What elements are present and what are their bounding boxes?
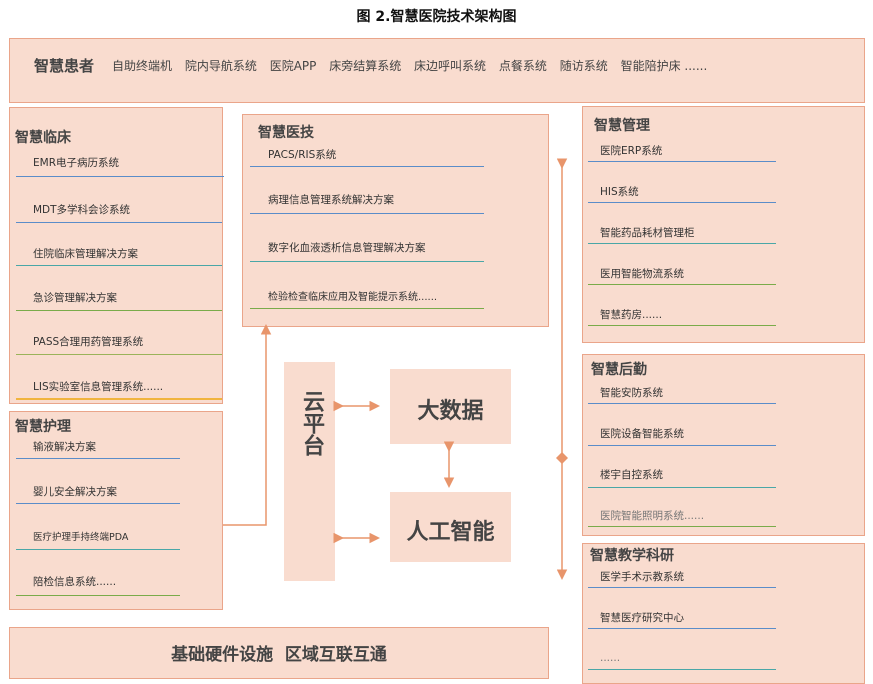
management-item: 智慧药房...... (600, 309, 663, 321)
cloud-platform-box (284, 362, 335, 581)
patient-item: 院内导航系统 (184, 59, 257, 73)
nursing-to-medtech-arrow (223, 324, 272, 526)
management-item: HIS系统 (600, 186, 639, 198)
research-item: ...... (600, 652, 621, 664)
clinical-item: 急诊管理解决方案 (33, 292, 117, 304)
logistics-header: 智慧后勤 (591, 362, 647, 378)
bigdata-label: 大数据 (417, 399, 484, 424)
medtech-item: 检验检查临床应用及智能提示系统...... (268, 292, 438, 303)
nursing-item: 输液解决方案 (33, 441, 96, 453)
logistics-item: 楼宇自控系统 (600, 469, 663, 481)
nursing-item: 陪检信息系统...... (33, 576, 117, 588)
research-header: 智慧教学科研 (590, 548, 674, 564)
ai-box (390, 492, 511, 562)
cloud-platform-label: 云平台 (299, 390, 324, 456)
clinical-item: MDT多学科会诊系统 (33, 204, 131, 216)
logistics-item: 医院智能照明系统...... (600, 510, 705, 522)
clinical-item: 住院临床管理解决方案 (33, 248, 138, 260)
management-header: 智慧管理 (594, 118, 650, 134)
clinical-item: LIS实验室信息管理系统...... (33, 381, 164, 393)
patient-item: 点餐系统 (498, 59, 547, 73)
management-item: 医用智能物流系统 (600, 268, 684, 280)
patient-box (9, 38, 865, 103)
nursing-item: 医疗护理手持终端PDA (33, 532, 129, 543)
research-item: 医学手术示教系统 (600, 571, 684, 583)
patient-item: 智能陪护床 ...... (620, 59, 708, 73)
research-box (582, 543, 865, 684)
patient-items: 自助终端机 院内导航系统 医院APP 床旁结算系统 床边呼叫系统 点餐系统 随访… (112, 57, 716, 74)
patient-item: 随访系统 (559, 59, 608, 73)
patient-header: 智慧患者 (34, 57, 95, 75)
nursing-item: 婴儿安全解决方案 (33, 486, 117, 498)
research-item: 智慧医疗研究中心 (600, 612, 684, 624)
nursing-box (9, 411, 223, 610)
medtech-item: 病理信息管理系统解决方案 (268, 194, 394, 206)
nursing-header: 智慧护理 (15, 419, 71, 435)
bigdata-box (390, 369, 511, 444)
management-item: 医院ERP系统 (600, 145, 663, 157)
medtech-item: PACS/RIS系统 (268, 149, 337, 161)
clinical-item: PASS合理用药管理系统 (33, 336, 144, 348)
infra-box (9, 627, 549, 679)
ai-label: 人工智能 (406, 520, 495, 545)
medtech-header: 智慧医技 (258, 125, 314, 141)
patient-item: 医院APP (269, 59, 317, 73)
logistics-item: 智能安防系统 (600, 387, 663, 399)
logistics-item: 医院设备智能系统 (600, 428, 684, 440)
management-item: 智能药品耗材管理柜 (600, 227, 695, 239)
patient-item: 自助终端机 (112, 59, 173, 73)
figure-title: 图 2.智慧医院技术架构图 (356, 9, 517, 25)
management-box (582, 106, 865, 343)
infra-label: 基础硬件设施 区域互联互通 (171, 645, 387, 665)
patient-item: 床边呼叫系统 (414, 59, 487, 73)
medtech-item: 数字化血液透析信息管理解决方案 (268, 242, 426, 254)
clinical-item: EMR电子病历系统 (33, 157, 119, 169)
clinical-header: 智慧临床 (15, 130, 71, 146)
patient-item: 床旁结算系统 (329, 59, 402, 73)
medtech-box (242, 114, 549, 327)
